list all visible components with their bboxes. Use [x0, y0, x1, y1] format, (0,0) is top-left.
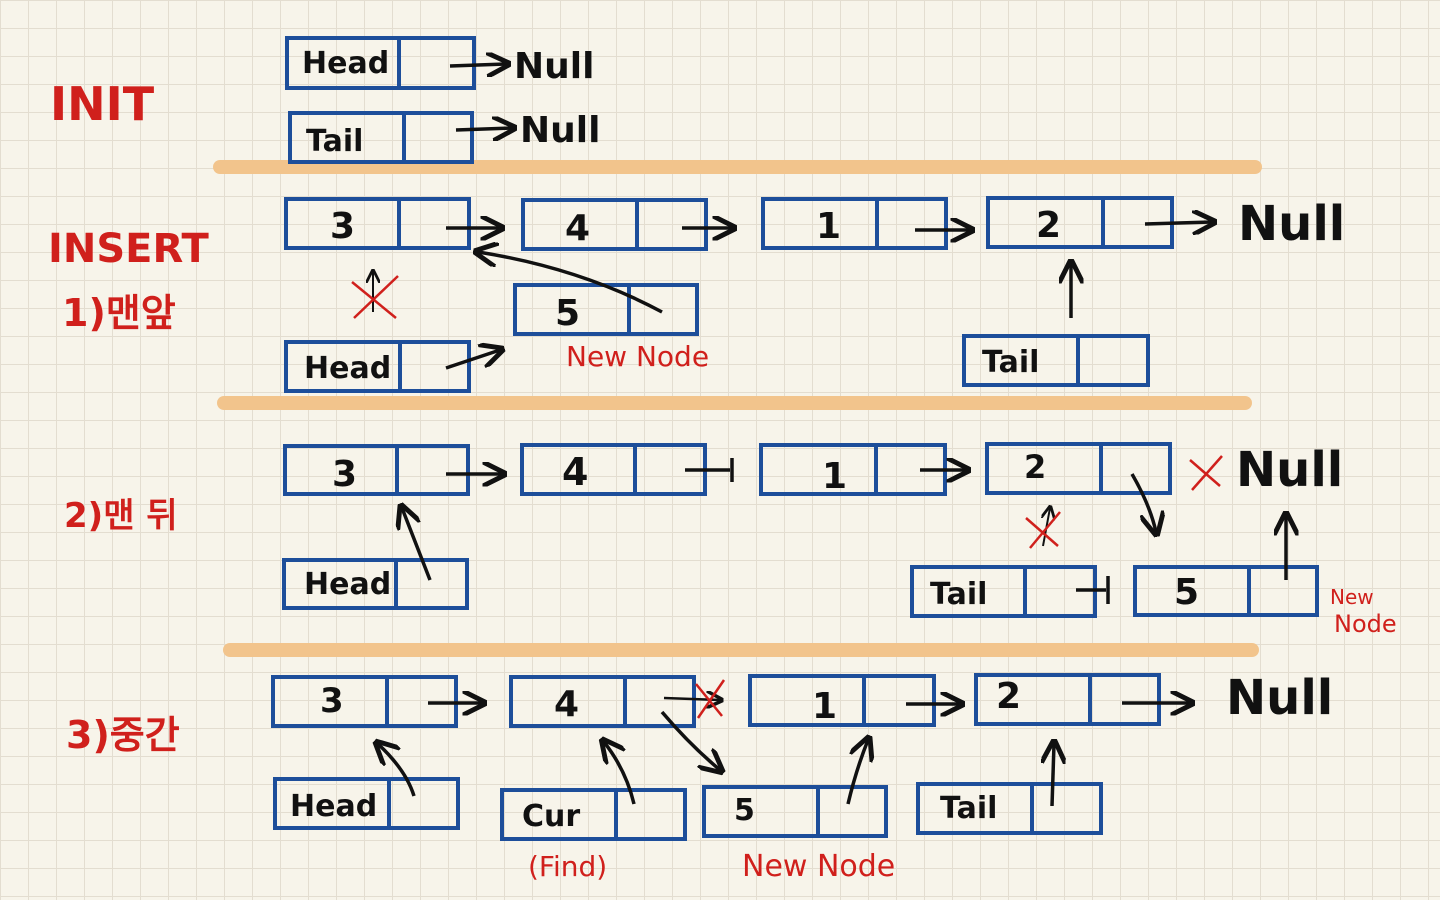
cut-pointer — [1076, 576, 1110, 604]
node-value: 3 — [320, 681, 344, 721]
front-null: Null — [1238, 196, 1345, 252]
arrow — [378, 744, 416, 797]
front-node-2: 4 — [521, 198, 708, 251]
back-new-node-label: New — [1330, 585, 1374, 609]
back-tail-label: Tail — [930, 577, 987, 612]
middle-section: 3 4 1 2 Null Head — [271, 670, 1333, 884]
node-value: 3 — [330, 206, 355, 247]
separators — [213, 160, 1262, 657]
front-head-label: Head — [304, 351, 391, 386]
node-value: 5 — [734, 793, 755, 828]
arrow — [449, 64, 506, 66]
middle-tail-node: Tail — [916, 782, 1103, 835]
middle-new-node: 5 — [702, 785, 888, 838]
middle-head-label: Head — [290, 789, 377, 824]
arrow — [846, 740, 868, 805]
node-value: 3 — [332, 454, 357, 495]
cut-pointer — [685, 458, 734, 482]
front-node-1: 3 — [284, 197, 471, 250]
crossed-out-arrow — [351, 272, 399, 319]
init-tail-label: Tail — [306, 124, 363, 159]
crossed-out-mark — [1189, 455, 1223, 491]
section-label-insert: INSERT — [48, 226, 209, 272]
front-node-3: 1 — [761, 197, 948, 250]
arrow — [402, 508, 432, 581]
back-section: 3 4 1 2 Null — [282, 442, 1397, 638]
arrow — [1052, 744, 1054, 807]
back-head-node: Head — [282, 558, 469, 610]
back-node-3: 1 — [759, 443, 947, 497]
middle-cur-node: Cur — [500, 788, 687, 841]
front-new-node: 5 — [513, 283, 699, 336]
init-tail-null: Null — [520, 110, 600, 151]
front-tail-node: Tail — [962, 334, 1150, 387]
middle-cur-note: (Find) — [528, 850, 607, 883]
middle-node-3: 1 — [748, 674, 936, 727]
back-node-1: 3 — [283, 444, 470, 496]
back-new-node: 5 — [1133, 565, 1319, 617]
back-node-4: 2 — [985, 442, 1172, 495]
arrow — [478, 252, 663, 314]
front-head-node: Head — [284, 340, 471, 393]
back-new-node-label: Node — [1334, 610, 1397, 638]
node-value: 2 — [996, 676, 1021, 717]
crossed-out-arrow — [663, 679, 726, 719]
init-tail-node: Tail — [288, 111, 474, 164]
back-null: Null — [1236, 442, 1343, 498]
middle-node-4: 2 — [974, 673, 1161, 726]
middle-cur-label: Cur — [522, 799, 580, 834]
node-value: 1 — [822, 456, 847, 497]
node-value: 1 — [816, 206, 841, 247]
arrow — [445, 350, 500, 370]
node-value: 5 — [555, 293, 580, 334]
node-value: 4 — [565, 208, 590, 249]
back-tail-node: Tail — [910, 565, 1097, 618]
section-label-back: 2)맨 뒤 — [64, 496, 178, 536]
middle-head-node: Head — [273, 777, 460, 830]
middle-tail-label: Tail — [940, 791, 997, 826]
front-node-4: 2 — [986, 196, 1174, 249]
middle-null: Null — [1226, 670, 1333, 726]
section-label-front: 1)맨앞 — [62, 291, 176, 335]
init-head-node: Head — [285, 36, 476, 90]
section-label-init: INIT — [50, 77, 155, 131]
crossed-out-arrow — [1025, 508, 1061, 549]
node-value: 5 — [1174, 572, 1199, 613]
back-node-2: 4 — [520, 443, 707, 496]
front-tail-label: Tail — [982, 345, 1039, 380]
section-label-middle: 3)중간 — [66, 713, 180, 757]
front-section: 3 4 1 2 Null 5 New Node — [284, 196, 1345, 393]
init-head-null: Null — [514, 46, 594, 87]
node-value: 4 — [562, 450, 588, 494]
arrow — [1144, 222, 1212, 224]
arrow — [1130, 473, 1156, 532]
arrow — [660, 710, 720, 770]
init-section: Head Null Tail Null — [285, 36, 600, 164]
section-labels: INIT INSERT 1)맨앞 2)맨 뒤 3)중간 — [48, 77, 209, 757]
init-head-label: Head — [302, 46, 389, 81]
node-value: 2 — [1036, 205, 1061, 246]
arrow — [604, 742, 636, 805]
node-value: 1 — [812, 686, 837, 727]
middle-node-2: 4 — [509, 675, 696, 728]
node-value: 4 — [554, 684, 579, 725]
back-head-label: Head — [304, 567, 391, 602]
node-value: 2 — [1024, 448, 1046, 486]
front-new-node-label: New Node — [566, 340, 709, 373]
arrow — [455, 128, 512, 130]
middle-new-node-label: New Node — [742, 849, 895, 884]
